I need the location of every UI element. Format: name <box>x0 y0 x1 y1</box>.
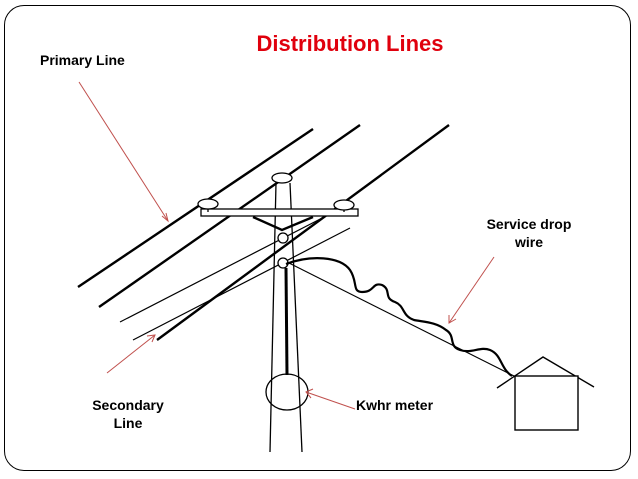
secondary-lines <box>119 213 351 341</box>
secondary-label-line1: Secondary <box>92 397 164 413</box>
primary-line-label: Primary Line <box>40 52 125 68</box>
pointer-arrows <box>78 81 495 410</box>
primary-lines <box>77 124 450 341</box>
secondary-clamp-1 <box>277 232 289 244</box>
utility-pole-icon <box>197 172 359 453</box>
primary-wire-3 <box>156 124 450 341</box>
kwhr-meter-pointer-head <box>305 388 314 399</box>
insulator-top <box>271 172 293 184</box>
service-drop-twisted <box>285 257 513 377</box>
secondary-line-pointer-head <box>146 334 156 343</box>
secondary-line-label: Secondary Line <box>80 396 176 432</box>
cross-arm <box>200 208 359 217</box>
primary-line-pointer <box>78 81 169 222</box>
service-drop-wires <box>285 257 515 377</box>
slide-title: Distribution Lines <box>256 31 444 56</box>
primary-line-pointer-head <box>161 212 169 223</box>
house-body <box>514 375 579 431</box>
service-drop-label-line1: Service drop <box>486 216 572 232</box>
kwhr-meter-label: Kwhr meter <box>356 397 434 413</box>
secondary-label-line2: Line <box>113 415 143 431</box>
service-drop-wire-label: Service drop wire <box>471 215 587 251</box>
primary-wire-1 <box>77 128 314 288</box>
slide-frame <box>4 5 631 471</box>
secondary-line-pointer <box>106 334 156 374</box>
house-icon <box>496 356 595 431</box>
service-drop-pointer-head <box>448 315 457 324</box>
secondary-wire-2 <box>132 227 351 341</box>
kwhr-meter-pointer <box>305 391 356 410</box>
service-drop-straight <box>286 261 515 377</box>
secondary-wire-1 <box>119 213 331 323</box>
service-drop-pointer <box>448 256 495 324</box>
kwhr-meter-icon <box>265 373 309 411</box>
insulator-left <box>197 198 219 210</box>
service-drop-label-line2: wire <box>514 234 543 250</box>
transformer <box>252 215 314 232</box>
insulator-right <box>333 199 355 211</box>
